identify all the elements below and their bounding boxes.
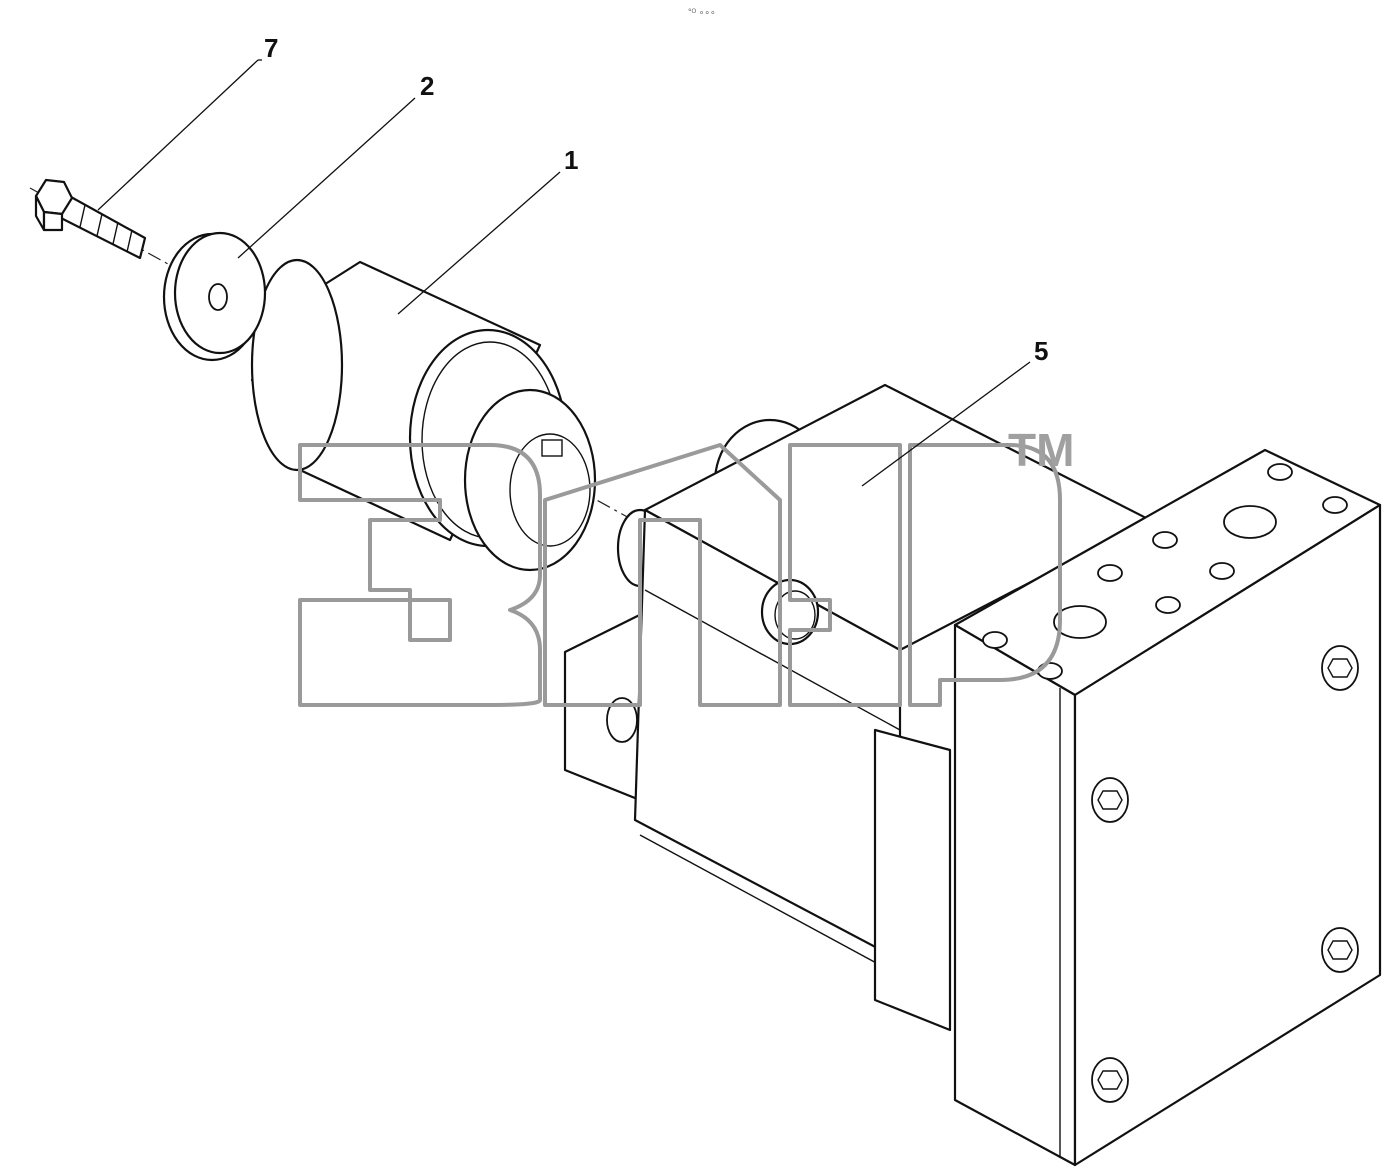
washer-icon (162, 231, 267, 362)
watermark-logo: TM (298, 424, 1074, 707)
callout-label-5: 5 (1034, 336, 1048, 366)
header-marker: °ᴼ ∘∘∘ (688, 7, 716, 17)
watermark-trademark: TM (1008, 424, 1074, 476)
callout-label-2: 2 (420, 71, 434, 101)
callout-label-7: 7 (264, 33, 278, 63)
hydraulic-motor-icon (563, 383, 1382, 1167)
callout-1: 1 (397, 145, 578, 315)
callout-5: 5 (861, 336, 1048, 487)
callout-label-1: 1 (564, 145, 578, 175)
pulley-sleeve-icon (250, 258, 597, 572)
callout-2: 2 (237, 71, 434, 259)
hex-bolt-icon (34, 178, 147, 260)
callout-7: 7 (97, 33, 278, 211)
